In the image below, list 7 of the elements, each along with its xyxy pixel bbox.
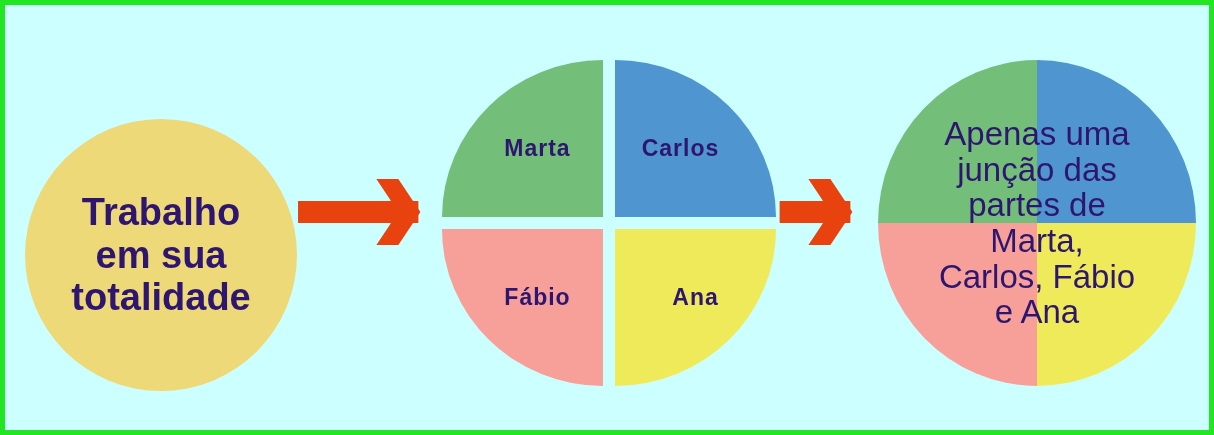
node-label: Carlos [641,135,720,162]
node-label: Trabalho em sua totalidade [70,191,252,319]
split-circle [442,60,776,386]
node-label: Apenas uma junção das partes de Marta, Carlos, Fábio e Ana [937,116,1137,330]
node-label: Marta [504,135,571,162]
node-label: Fábio [504,284,571,311]
node-label: Ana [672,284,719,311]
